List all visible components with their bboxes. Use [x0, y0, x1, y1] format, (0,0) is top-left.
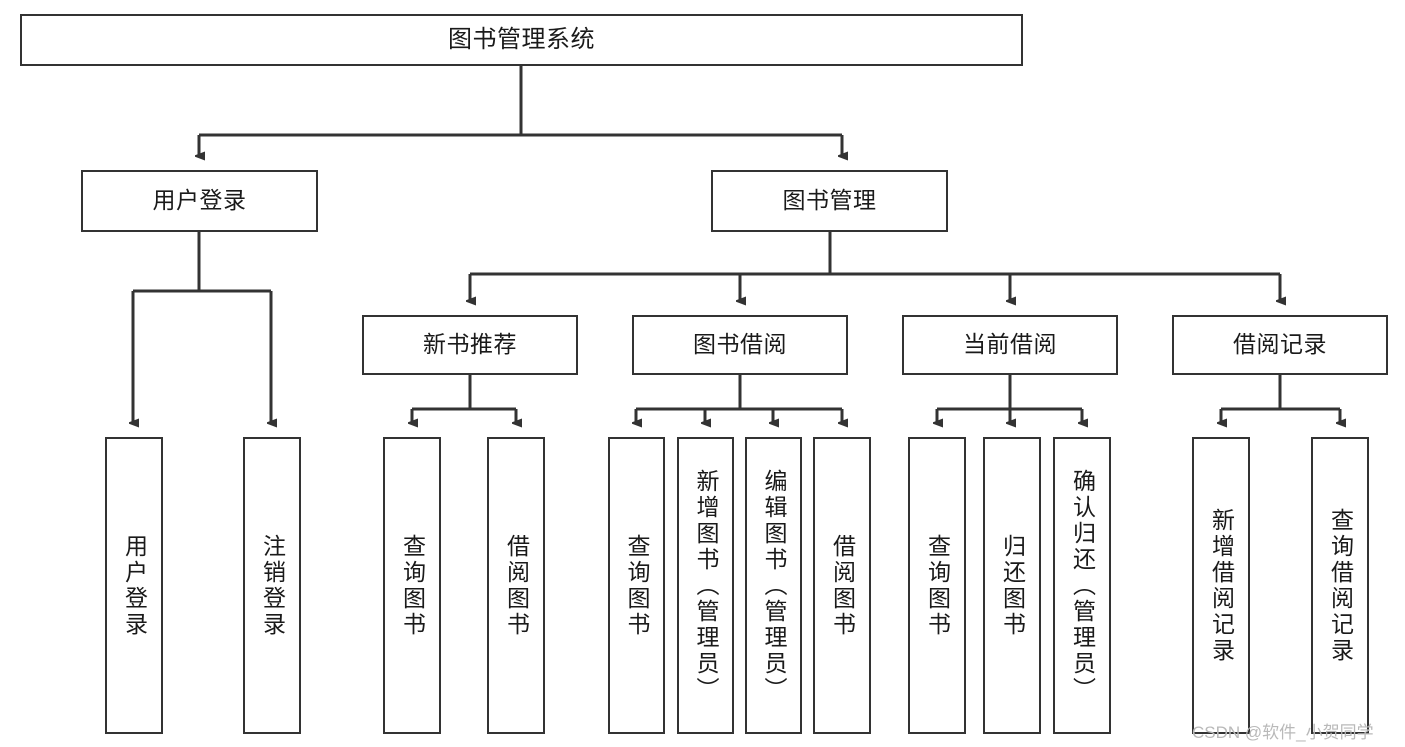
node-leaf-return-book[interactable]: 归还图书 [983, 437, 1041, 734]
node-leaf-user-logout[interactable]: 注销登录 [243, 437, 301, 734]
node-leaf-borrow-book-rec[interactable]: 借阅图书 [487, 437, 545, 734]
node-leaf-confirm-return-admin[interactable]: 确认归还（管理员） [1053, 437, 1111, 734]
node-leaf-confirm-return-admin-label: 确认归还（管理员） [1069, 468, 1096, 703]
node-book-borrow-label: 图书借阅 [693, 331, 787, 358]
node-leaf-edit-book-admin[interactable]: 编辑图书（管理员） [745, 437, 802, 734]
node-leaf-query-borrow-record[interactable]: 查询借阅记录 [1311, 437, 1369, 734]
node-leaf-query-borrow-record-label: 查询借阅记录 [1327, 507, 1354, 664]
node-root[interactable]: 图书管理系统 [20, 14, 1023, 66]
node-book-manage[interactable]: 图书管理 [711, 170, 948, 232]
node-leaf-query-book-borrow[interactable]: 查询图书 [608, 437, 665, 734]
node-leaf-user-logout-label: 注销登录 [259, 533, 286, 638]
node-new-book-recommend-label: 新书推荐 [423, 331, 517, 358]
node-leaf-query-book-rec[interactable]: 查询图书 [383, 437, 441, 734]
node-leaf-query-book-current[interactable]: 查询图书 [908, 437, 966, 734]
node-book-borrow[interactable]: 图书借阅 [632, 315, 848, 375]
node-new-book-recommend[interactable]: 新书推荐 [362, 315, 578, 375]
node-leaf-query-book-rec-label: 查询图书 [399, 533, 426, 638]
node-leaf-borrow-book-rec-label: 借阅图书 [503, 533, 530, 638]
node-borrow-record[interactable]: 借阅记录 [1172, 315, 1388, 375]
node-leaf-query-book-borrow-label: 查询图书 [624, 533, 650, 638]
node-leaf-edit-book-admin-label: 编辑图书（管理员） [761, 468, 787, 703]
node-leaf-return-book-label: 归还图书 [999, 533, 1026, 638]
node-leaf-add-borrow-record-label: 新增借阅记录 [1208, 507, 1235, 664]
node-root-label: 图书管理系统 [448, 25, 595, 53]
node-leaf-borrow-book-label: 借阅图书 [829, 533, 856, 638]
node-leaf-user-login[interactable]: 用户登录 [105, 437, 163, 734]
node-leaf-add-borrow-record[interactable]: 新增借阅记录 [1192, 437, 1250, 734]
node-current-borrow[interactable]: 当前借阅 [902, 315, 1118, 375]
node-leaf-query-book-current-label: 查询图书 [924, 533, 951, 638]
node-book-manage-label: 图书管理 [782, 187, 877, 214]
csdn-watermark: CSDN @软件_小贺同学 [1192, 723, 1374, 742]
node-leaf-add-book-admin-label: 新增图书（管理员） [693, 468, 719, 703]
node-leaf-add-book-admin[interactable]: 新增图书（管理员） [677, 437, 734, 734]
node-borrow-record-label: 借阅记录 [1233, 331, 1327, 358]
node-user-login-label: 用户登录 [152, 187, 247, 214]
node-user-login[interactable]: 用户登录 [81, 170, 318, 232]
node-current-borrow-label: 当前借阅 [963, 331, 1057, 358]
node-leaf-user-login-label: 用户登录 [121, 533, 148, 638]
node-leaf-borrow-book[interactable]: 借阅图书 [813, 437, 871, 734]
